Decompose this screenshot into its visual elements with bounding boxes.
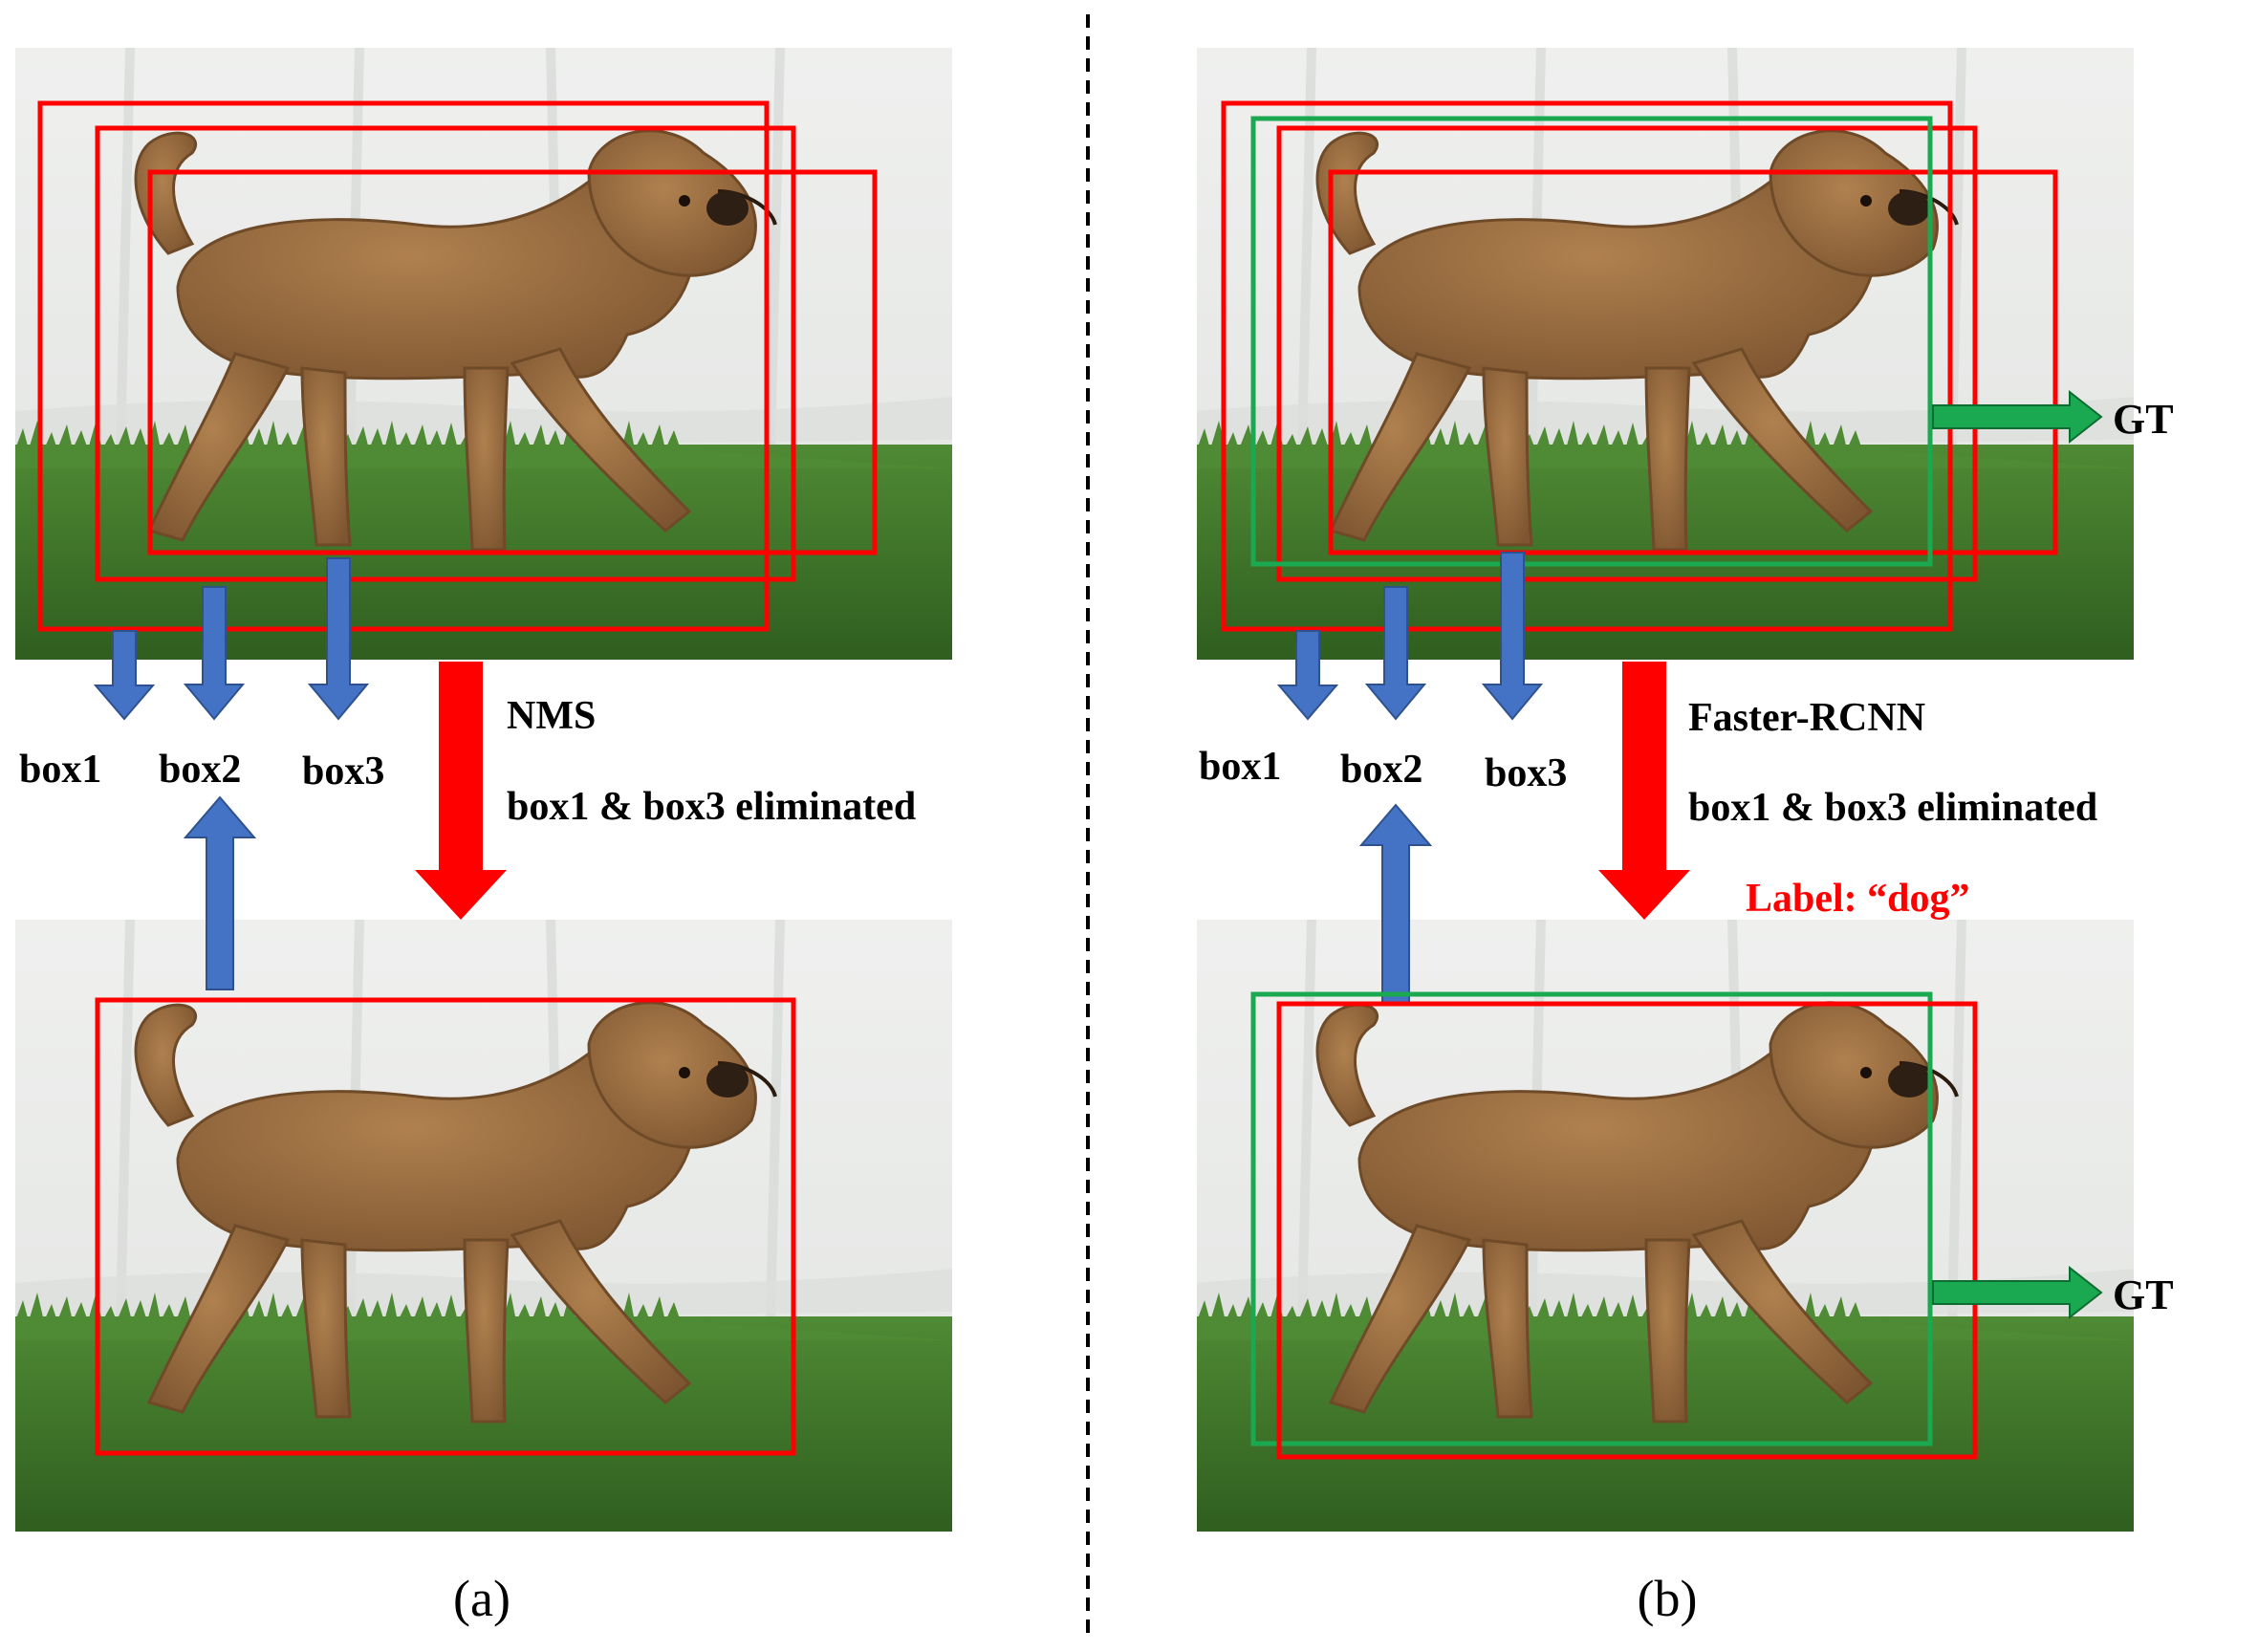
kept-box-arrow — [183, 795, 257, 990]
result-label-a: box1 & box3 eliminated — [507, 785, 916, 829]
kept-box-arrow — [1358, 803, 1433, 1005]
gt-label-top: GT — [2113, 396, 2174, 443]
method-label-a: NMS — [507, 694, 596, 738]
kept-box-b — [1276, 1001, 1978, 1460]
box-label-1: box1 — [19, 748, 101, 792]
box2-pointer-arrow — [183, 586, 246, 721]
ground-truth-box — [1250, 116, 1933, 567]
result-label-b: box1 & box3 eliminated — [1688, 786, 2097, 830]
caption-b: (b) — [1638, 1570, 1698, 1627]
output-photo-b — [1197, 920, 2134, 1532]
input-photo-a — [15, 48, 952, 660]
box3-pointer-arrow — [307, 557, 370, 721]
kept-box-a — [95, 997, 796, 1456]
faster-rcnn-process-arrow — [1598, 662, 1690, 920]
input-photo-b — [1197, 48, 2134, 660]
box-label-2: box2 — [159, 748, 241, 792]
box-label-2: box2 — [1340, 748, 1422, 792]
box2-pointer-arrow — [1364, 586, 1427, 721]
method-label-b: Faster-RCNN — [1688, 696, 1925, 740]
ground-truth-box — [1250, 991, 1933, 1446]
box-label-1: box1 — [1199, 745, 1281, 789]
box-label-3: box3 — [1485, 751, 1567, 795]
gt-pointer-arrow-bottom — [1932, 1265, 2103, 1320]
box-label-3: box3 — [302, 750, 384, 793]
panel-a: box1 box2 box3 NMS box1 & box3 eliminate… — [15, 48, 952, 1627]
candidate-box-2 — [1276, 125, 1978, 582]
box1-pointer-arrow — [1276, 630, 1339, 721]
nms-process-arrow — [415, 662, 507, 920]
panel-b: GT box1 box2 box3 Faster-RCNN box1 & box… — [1197, 48, 2174, 1627]
output-photo-a — [15, 920, 952, 1532]
gt-pointer-arrow-top — [1932, 389, 2103, 445]
candidate-box-2 — [95, 125, 796, 582]
box3-pointer-arrow — [1481, 552, 1544, 721]
candidate-box-1 — [1221, 100, 1953, 632]
candidate-box-3 — [1328, 169, 2058, 555]
box1-pointer-arrow — [93, 630, 156, 721]
class-label: Label: “dog” — [1746, 877, 1970, 921]
gt-label-bottom: GT — [2113, 1272, 2174, 1318]
candidate-box-3 — [147, 169, 878, 555]
candidate-box-1 — [37, 100, 770, 632]
caption-a: (a) — [453, 1570, 510, 1627]
